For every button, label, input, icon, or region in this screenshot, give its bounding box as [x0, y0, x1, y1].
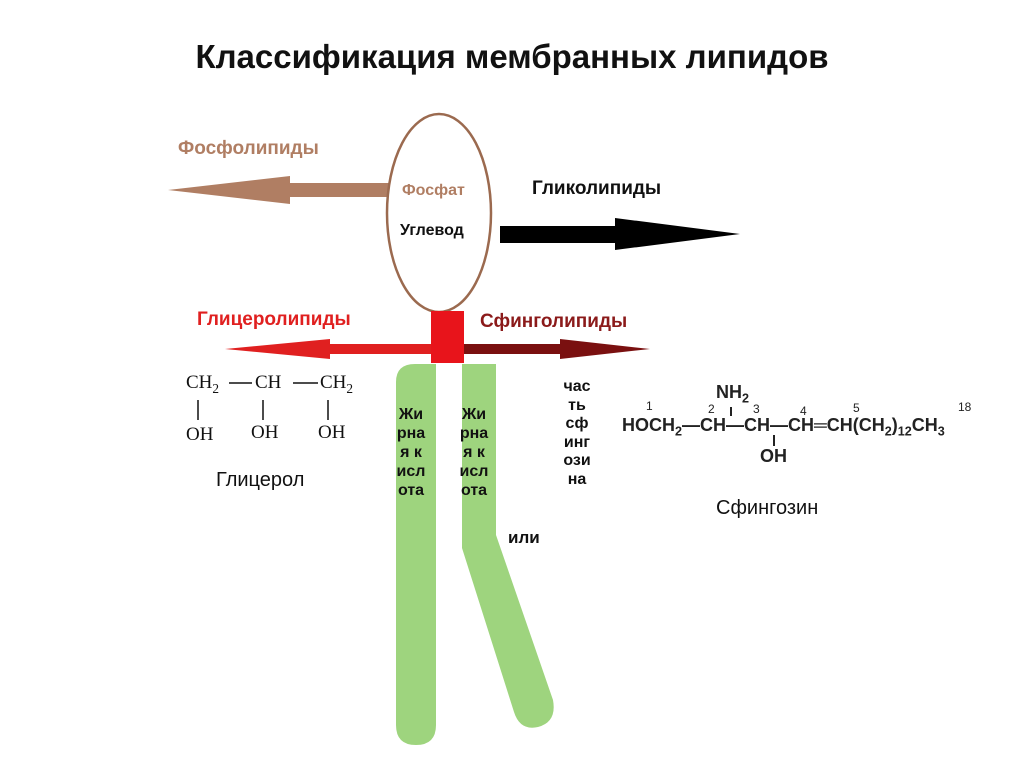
- glycerol-carbon-3: CH2: [320, 372, 353, 397]
- fatty-acid-tail-1: [396, 364, 436, 745]
- phospholipids-label: Фосфолипиды: [178, 138, 319, 159]
- glycerol-c2-text: CH: [255, 372, 282, 393]
- sphingosine-num-1: 1: [646, 399, 653, 413]
- head-block: [431, 311, 464, 363]
- phospholipid-arrow: [168, 176, 392, 204]
- sphingosine-num-4: 4: [800, 404, 807, 418]
- phosphate-label: Фосфат: [402, 182, 465, 199]
- glycerol-c1-text: CH2: [186, 372, 220, 396]
- head-oval: [385, 112, 493, 314]
- fatty-acid-label-1: Жирная кислота: [396, 406, 426, 499]
- sphingolipids-label: Сфинголипиды: [480, 311, 628, 332]
- or-label: или: [508, 528, 540, 547]
- sphingosine-num-3: 3: [753, 402, 760, 416]
- sphingosine-num-5: 5: [853, 401, 860, 415]
- sphingosine-oh: OH: [760, 446, 787, 466]
- page-title: Классификация мембранных липидов: [195, 38, 829, 75]
- sphingosine-part-label: часть сфингозина: [563, 378, 591, 488]
- carbohydrate-label: Углевод: [400, 222, 464, 239]
- glycerolipids-label: Глицеролипиды: [197, 309, 351, 330]
- glycerol-oh-3: OH: [318, 422, 346, 443]
- glycerol-carbon-1: CH2: [186, 372, 219, 397]
- sphingosine-caption: Сфингозин: [716, 497, 819, 519]
- glycolipids-label: Гликолипиды: [532, 178, 662, 199]
- sphingolipid-arrow: [455, 339, 650, 359]
- sphingosine-num-18: 18: [958, 400, 972, 414]
- sphingosine-main-chain: HOCH2—CH—CH—CH═CH(CH2)12CH3: [622, 415, 945, 439]
- glycerol-oh-2: OH: [251, 422, 279, 443]
- glycerol-carbon-2: CH: [255, 372, 281, 394]
- glycerol-oh-1: OH: [186, 424, 214, 445]
- glycolipid-arrow: [500, 218, 740, 250]
- fatty-acid-tail-2: [462, 364, 554, 728]
- glycerolipid-arrow: [225, 339, 438, 359]
- glycerol-c3-text: CH2: [320, 372, 354, 396]
- sphingosine-num-2: 2: [708, 402, 715, 416]
- sphingosine-nh2: NH2: [716, 382, 750, 406]
- fatty-acid-label-2: Жирная кислота: [459, 406, 489, 499]
- glycerol-caption: Глицерол: [216, 469, 305, 491]
